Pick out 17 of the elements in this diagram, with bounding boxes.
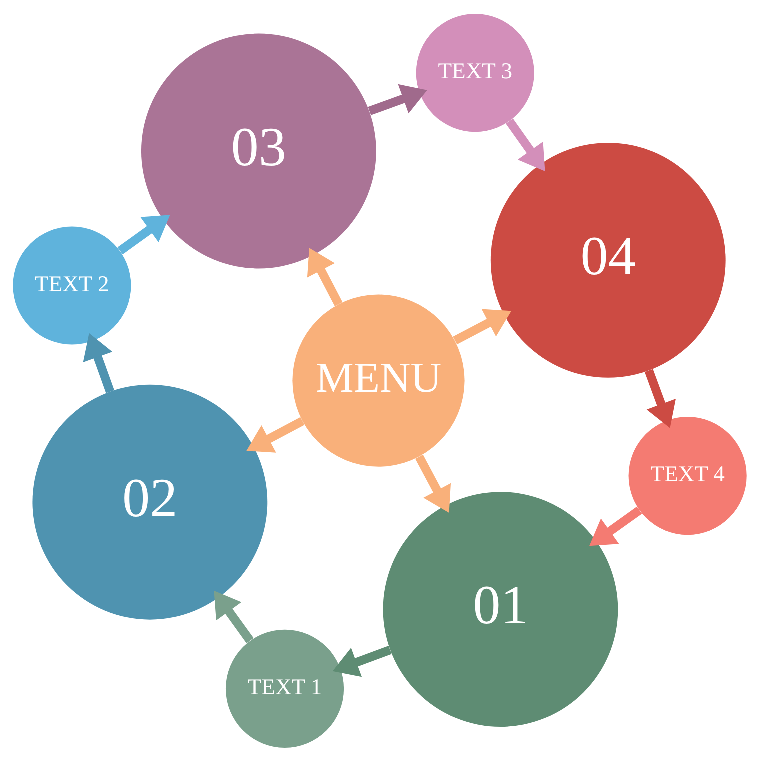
node-circle: TEXT 1 (226, 629, 344, 748)
arrow (590, 506, 642, 546)
node-circle: TEXT 2 (13, 226, 132, 344)
node-circle: TEXT 3 (416, 14, 534, 132)
arrow (246, 416, 305, 452)
arrow (453, 308, 512, 344)
arrow (214, 590, 254, 643)
arrow (83, 332, 115, 393)
arrow (506, 118, 546, 172)
node-circle: TEXT 4 (628, 416, 747, 535)
arrow (415, 454, 452, 513)
node-circle: MENU (292, 294, 465, 466)
arrow (368, 84, 428, 115)
arrow (644, 368, 676, 428)
arrow (307, 248, 343, 306)
arrow (118, 214, 170, 254)
arrow (332, 646, 392, 677)
